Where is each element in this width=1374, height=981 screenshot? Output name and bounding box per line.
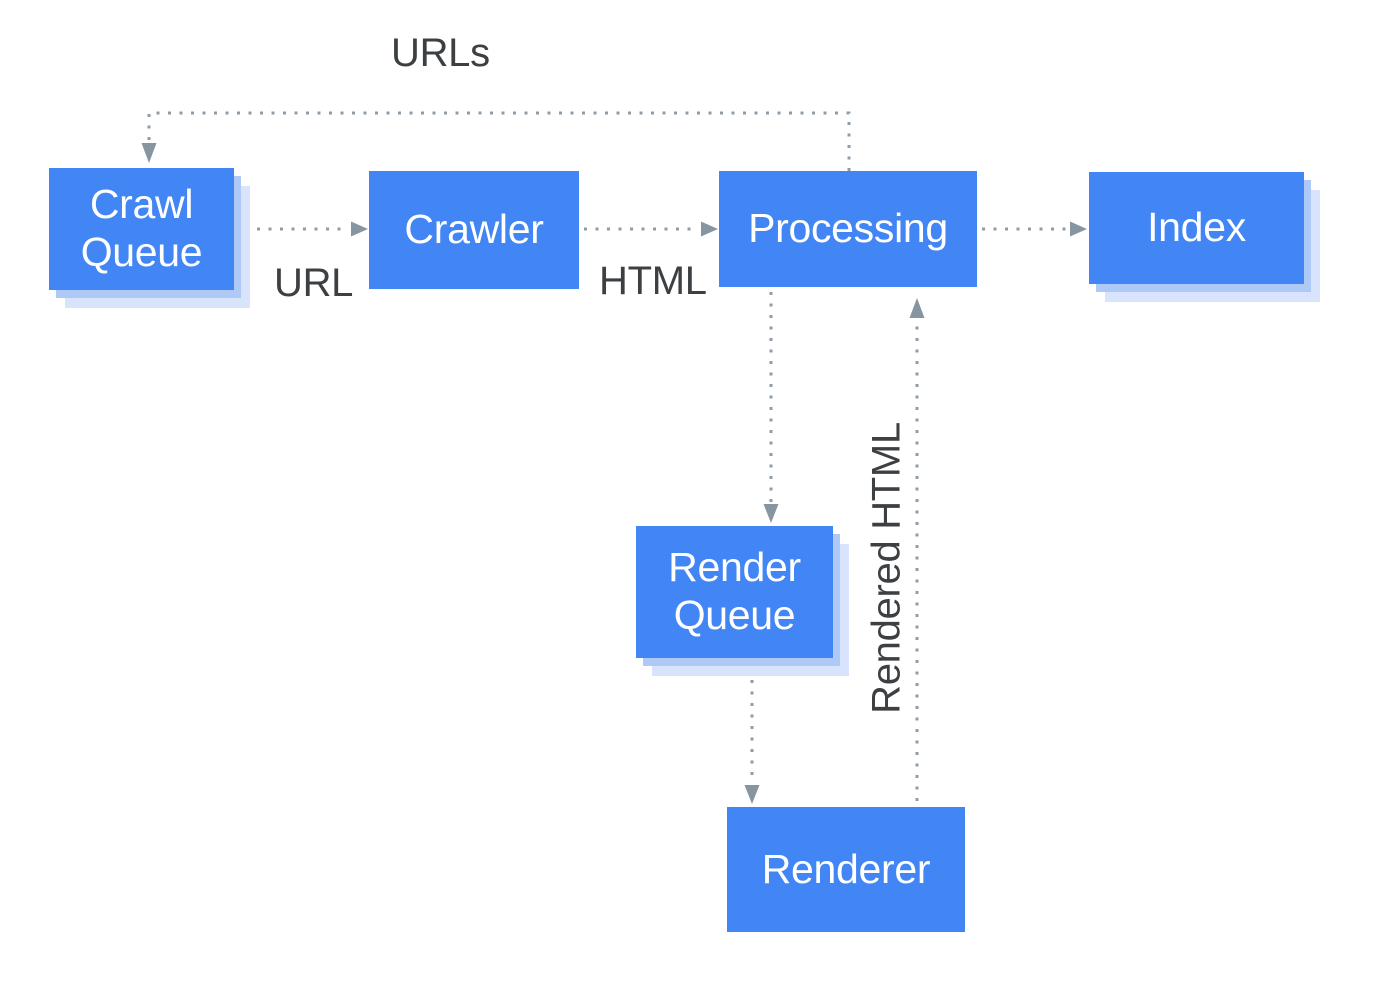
node-processing-label: Processing (748, 205, 948, 252)
edge-processing-to-crawl-queue (147, 111, 851, 171)
edge-label-url: URL (274, 261, 354, 305)
node-crawler-label: Crawler (404, 206, 544, 253)
node-index: Index (1089, 172, 1304, 284)
edge-label-html: HTML (599, 259, 707, 303)
arrowhead-into-processing-bottom (909, 298, 925, 318)
node-crawl-queue: Crawl Queue (49, 168, 234, 290)
arrowhead-into-processing-left (701, 221, 718, 237)
arrowhead-into-index (1070, 221, 1087, 237)
arrowhead-into-crawler (351, 221, 368, 237)
node-index-label: Index (1147, 204, 1246, 251)
node-render-queue-label: Render Queue (668, 544, 801, 638)
edge-label-rendered-html: Rendered HTML (864, 422, 909, 714)
node-processing: Processing (719, 171, 977, 287)
node-renderer-label: Renderer (761, 845, 931, 892)
arrowhead-into-renderer (744, 785, 760, 804)
arrowhead-into-crawl-queue (141, 143, 157, 163)
node-crawl-queue-label: Crawl Queue (80, 181, 203, 275)
edge-label-urls: URLs (391, 31, 490, 75)
node-render-queue: Render Queue (636, 526, 833, 658)
node-renderer: Renderer (727, 807, 965, 932)
node-crawler: Crawler (369, 171, 579, 289)
arrowhead-into-render-queue (763, 504, 779, 523)
